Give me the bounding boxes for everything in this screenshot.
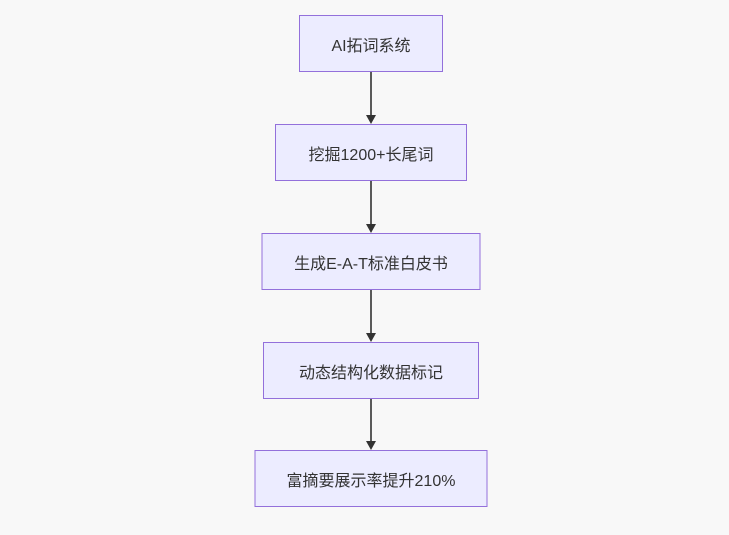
node-label: 挖掘1200+长尾词 [308,146,434,164]
flowchart-node-longtail-mining: 挖掘1200+长尾词 [275,124,467,181]
arrow-head-icon [366,115,376,124]
flowchart-node-eat-whitepaper: 生成E-A-T标准白皮书 [261,233,481,290]
arrow-down-icon [365,399,377,450]
arrow-down-icon [365,72,377,124]
flowchart-node-ai-keyword-system: AI拓词系统 [299,15,443,72]
node-label: 富摘要展示率提升210% [286,472,456,490]
arrow-down-icon [365,181,377,233]
arrow-head-icon [366,333,376,342]
node-label: AI拓词系统 [331,37,411,55]
flowchart-node-structured-data-markup: 动态结构化数据标记 [263,342,479,399]
arrow-down-icon [365,290,377,342]
arrow-line [370,399,372,441]
arrow-line [370,181,372,224]
arrow-head-icon [366,441,376,450]
flowchart-node-rich-snippet-result: 富摘要展示率提升210% [254,450,488,507]
node-label: 动态结构化数据标记 [298,364,443,382]
arrow-line [370,72,372,115]
arrow-head-icon [366,224,376,233]
node-label: 生成E-A-T标准白皮书 [294,255,448,273]
arrow-line [370,290,372,333]
